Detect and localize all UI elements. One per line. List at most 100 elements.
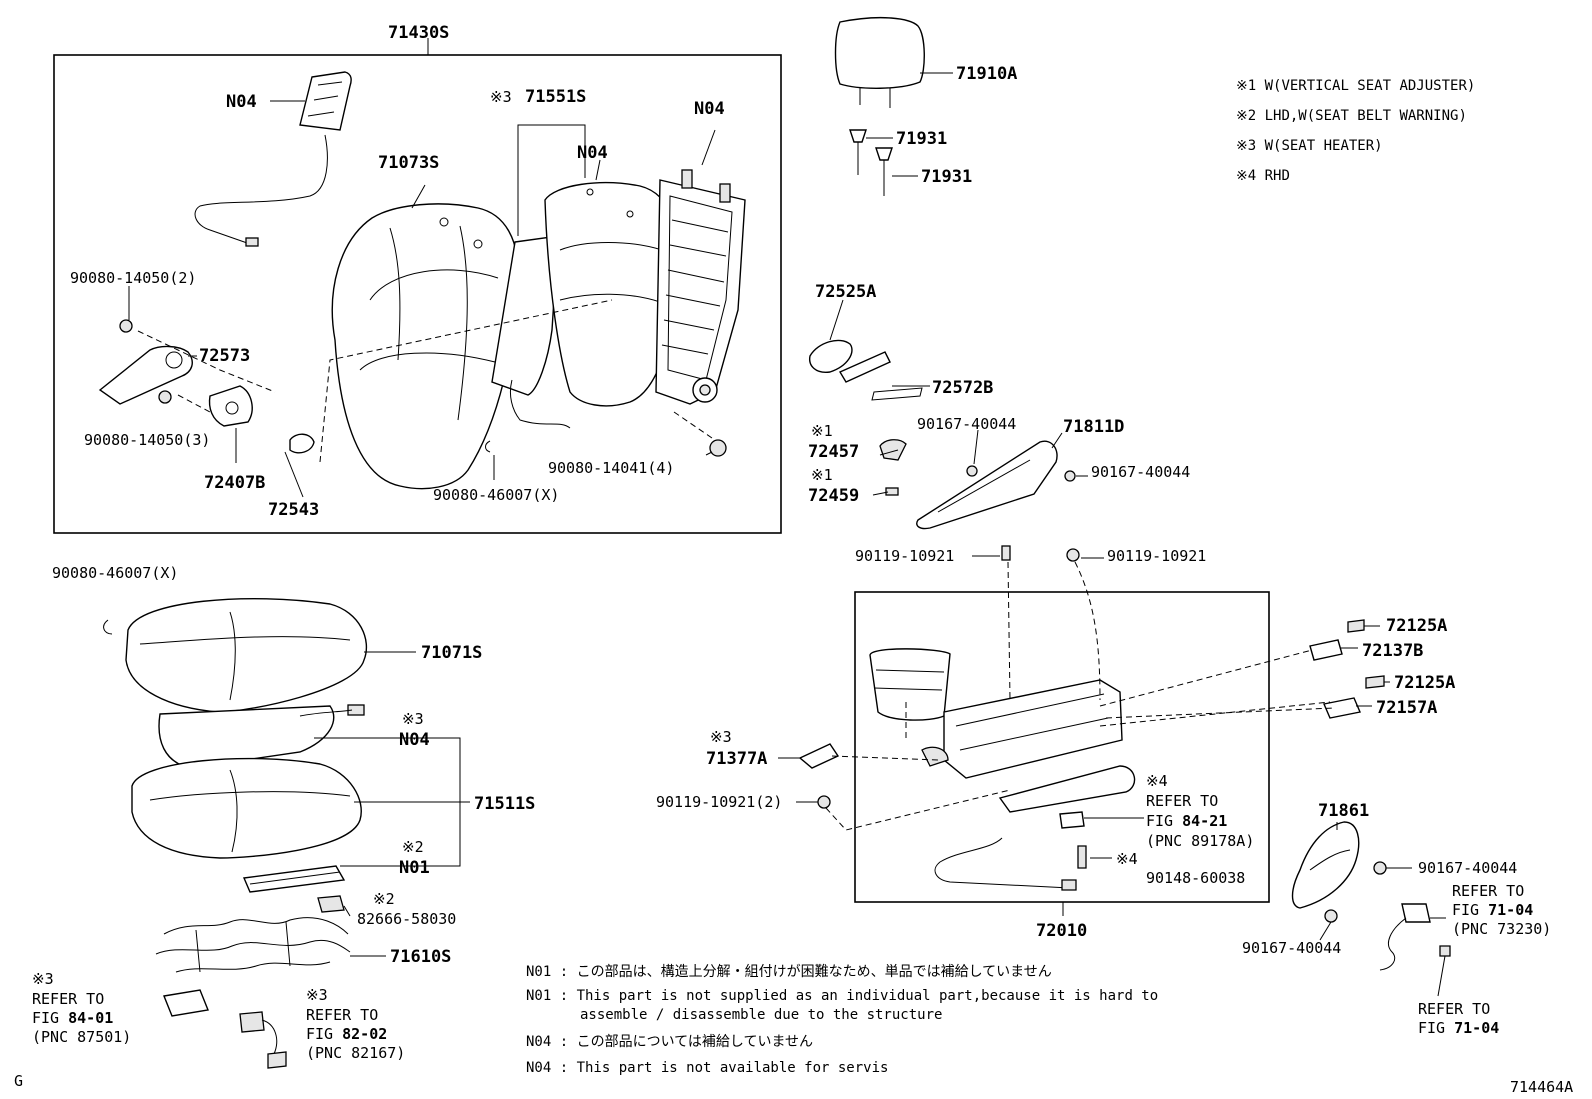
label-71910A: 71910A bbox=[956, 64, 1017, 84]
legend: ※1 W(VERTICAL SEAT ADJUSTER) ※2 LHD,W(SE… bbox=[1236, 78, 1475, 184]
legend-item-2: ※2 LHD,W(SEAT BELT WARNING) bbox=[1236, 108, 1467, 124]
mark-71551S: ※3 bbox=[490, 88, 512, 106]
corner-mark-left: G bbox=[14, 1072, 23, 1090]
label-71931-a: 71931 bbox=[896, 129, 947, 149]
mark-refer-8421: ※4 bbox=[1146, 772, 1168, 790]
notes: N01 : この部品は、構造上分解・組付けが困難なため、単品では補給していません… bbox=[526, 964, 1158, 1076]
label-71551S: 71551S bbox=[525, 87, 586, 107]
label-90167-40044-d: 90167-40044 bbox=[1242, 939, 1341, 957]
label-N04-pad: N04 bbox=[577, 143, 608, 163]
label-90167-40044-c: 90167-40044 bbox=[1418, 859, 1517, 877]
ref-8421-l1: REFER TO bbox=[1146, 792, 1218, 810]
label-72010: 72010 bbox=[1036, 921, 1087, 941]
label-72157A: 72157A bbox=[1376, 698, 1437, 718]
label-90080-14050-2: 90080-14050(2) bbox=[70, 269, 196, 287]
seatback-group-box bbox=[53, 54, 782, 534]
ref-7104a-l1: REFER TO bbox=[1452, 882, 1524, 900]
ref-8401-l1: REFER TO bbox=[32, 990, 104, 1008]
label-72572B: 72572B bbox=[932, 378, 993, 398]
seat-cushion-pad-drawing bbox=[131, 757, 362, 859]
legend-item-4: ※4 RHD bbox=[1236, 168, 1290, 184]
mark-71377A: ※3 bbox=[710, 728, 732, 746]
ref-8202-l1: REFER TO bbox=[306, 1006, 378, 1024]
label-90167-40044-a: 90167-40044 bbox=[917, 415, 1016, 433]
ref-8421-l2: FIG 84-21 bbox=[1146, 812, 1227, 830]
ref-7104b-l2: FIG 71-04 bbox=[1418, 1019, 1499, 1037]
legend-item-3: ※3 W(SEAT HEATER) bbox=[1236, 138, 1383, 154]
seatback-frame-drawing bbox=[655, 169, 746, 405]
mark-82666: ※2 bbox=[373, 890, 395, 908]
note-n04-en: N04 : This part is not available for ser… bbox=[526, 1060, 888, 1076]
ref-7104b-l1: REFER TO bbox=[1418, 1000, 1490, 1018]
label-72457: 72457 bbox=[808, 442, 859, 462]
legend-item-1: ※1 W(VERTICAL SEAT ADJUSTER) bbox=[1236, 78, 1475, 94]
label-72543: 72543 bbox=[268, 500, 319, 520]
mark-N01: ※2 bbox=[402, 838, 424, 856]
connector-left-drawing bbox=[163, 989, 287, 1069]
label-90119-10921-b: 90119-10921 bbox=[1107, 547, 1206, 565]
seat-cushion-cover-drawing bbox=[125, 598, 368, 713]
part-labels: 71430S N04 ※3 71551S N04 N04 71073S 9008… bbox=[32, 23, 1551, 1062]
label-N04-heater: N04 bbox=[399, 730, 430, 750]
ref-8202-l2: FIG 82-02 bbox=[306, 1025, 387, 1043]
mark-N04-heater: ※3 bbox=[402, 710, 424, 728]
label-71073S: 71073S bbox=[378, 153, 439, 173]
label-N01: N01 bbox=[399, 858, 430, 878]
seatback-pad-drawing bbox=[491, 181, 679, 429]
belt-cover-drawing bbox=[1291, 821, 1387, 923]
label-82666-58030: 82666-58030 bbox=[357, 910, 456, 928]
label-71811D: 71811D bbox=[1063, 417, 1124, 437]
ref-7104a-l3: (PNC 73230) bbox=[1452, 920, 1551, 938]
note-n01-en-2: assemble / disassemble due to the struct… bbox=[580, 1007, 942, 1023]
ref-8421-l3: (PNC 89178A) bbox=[1146, 832, 1254, 850]
label-90080-14050-3: 90080-14050(3) bbox=[84, 431, 210, 449]
label-72573: 72573 bbox=[199, 346, 250, 366]
ref-8401-l2: FIG 84-01 bbox=[32, 1009, 113, 1027]
label-N04-top-left: N04 bbox=[226, 92, 257, 112]
seatback-cover-drawing bbox=[331, 203, 519, 490]
mark-90148: ※4 bbox=[1116, 850, 1138, 868]
mark-72457: ※1 bbox=[811, 422, 833, 440]
label-90080-14041: 90080-14041(4) bbox=[548, 459, 674, 477]
ref-8401-l3: (PNC 87501) bbox=[32, 1028, 131, 1046]
diagram-id: 714464A bbox=[1510, 1078, 1573, 1096]
label-71610S: 71610S bbox=[390, 947, 451, 967]
label-72137B: 72137B bbox=[1362, 641, 1423, 661]
cushion-sensor-drawing bbox=[242, 865, 346, 913]
track-small-parts-drawing bbox=[798, 545, 1385, 809]
seat-track-drawing bbox=[869, 648, 1136, 891]
label-71071S: 71071S bbox=[421, 643, 482, 663]
recliner-parts-drawing bbox=[98, 319, 727, 457]
cushion-spring-drawing bbox=[155, 917, 351, 973]
mark-refer-8401: ※3 bbox=[32, 970, 54, 988]
label-71377A: 71377A bbox=[706, 749, 767, 769]
cover-parts-drawing bbox=[809, 339, 1076, 530]
label-72525A: 72525A bbox=[815, 282, 876, 302]
label-72125A-a: 72125A bbox=[1386, 616, 1447, 636]
label-72459: 72459 bbox=[808, 486, 859, 506]
label-90080-46007-top: 90080-46007(X) bbox=[433, 486, 559, 504]
ref-8202-l3: (PNC 82167) bbox=[306, 1044, 405, 1062]
label-90148-60038: 90148-60038 bbox=[1146, 869, 1245, 887]
seat-heater-drawing bbox=[158, 704, 365, 769]
label-90167-40044-b: 90167-40044 bbox=[1091, 463, 1190, 481]
note-n01-jp: N01 : この部品は、構造上分解・組付けが困難なため、単品では補給していません bbox=[526, 964, 1052, 980]
headrest-drawing bbox=[834, 16, 925, 196]
label-71511S: 71511S bbox=[474, 794, 535, 814]
label-71931-b: 71931 bbox=[921, 167, 972, 187]
label-90080-46007-left: 90080-46007(X) bbox=[52, 564, 178, 582]
label-72407B: 72407B bbox=[204, 473, 265, 493]
mark-refer-8202: ※3 bbox=[306, 986, 328, 1004]
clip-drawing bbox=[103, 619, 113, 635]
ref-7104a-l2: FIG 71-04 bbox=[1452, 901, 1533, 919]
label-90119-10921-2: 90119-10921(2) bbox=[656, 793, 782, 811]
label-N04-frame: N04 bbox=[694, 99, 725, 119]
note-n01-en-1: N01 : This part is not supplied as an in… bbox=[526, 988, 1158, 1004]
belt-harness-drawing bbox=[1379, 903, 1451, 971]
label-71861: 71861 bbox=[1318, 801, 1369, 821]
seat-track-group-box bbox=[854, 591, 1270, 903]
side-bracket-drawing bbox=[194, 71, 352, 247]
label-71430S: 71430S bbox=[388, 23, 449, 43]
